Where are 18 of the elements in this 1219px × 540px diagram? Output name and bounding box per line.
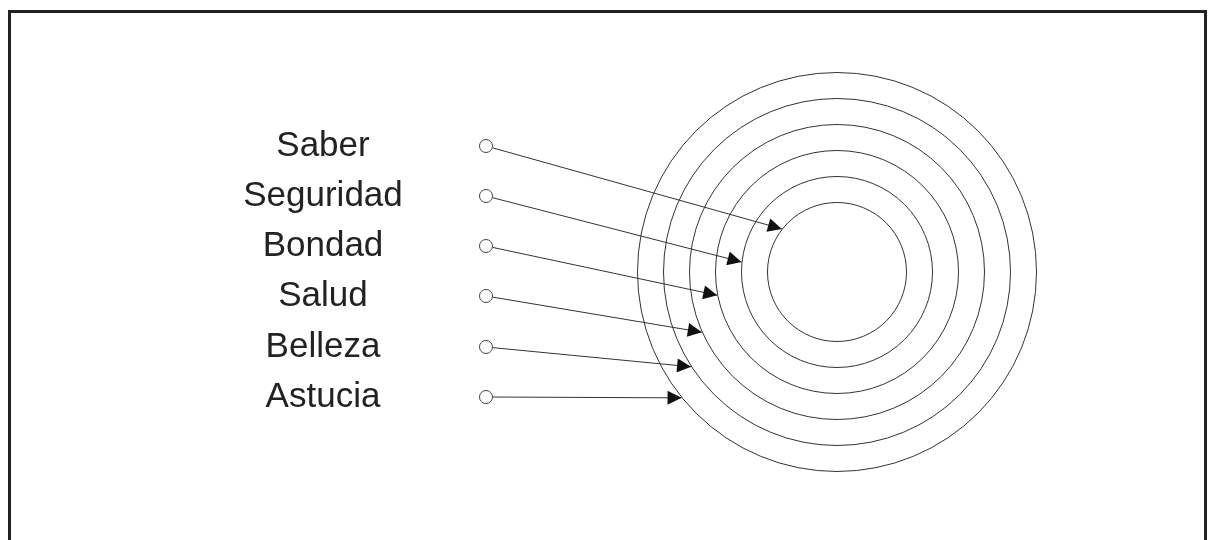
item-label: Saber bbox=[275, 124, 371, 164]
arrow bbox=[492, 390, 683, 405]
small-circle bbox=[479, 239, 493, 253]
arrow bbox=[492, 197, 743, 266]
small-circle bbox=[479, 340, 493, 354]
small-circle bbox=[479, 289, 493, 303]
small-circle bbox=[479, 390, 493, 404]
small-circle bbox=[479, 139, 493, 153]
arrow bbox=[492, 347, 692, 373]
item-label: Astucia bbox=[264, 375, 382, 415]
small-circle bbox=[479, 189, 493, 203]
item-label: Belleza bbox=[264, 325, 382, 365]
item-label: Bondad bbox=[261, 224, 385, 264]
arrow bbox=[492, 296, 703, 337]
arrow bbox=[492, 147, 783, 232]
item-label: Salud bbox=[277, 274, 369, 314]
item-label: Seguridad bbox=[242, 174, 404, 214]
arrow bbox=[492, 246, 718, 300]
